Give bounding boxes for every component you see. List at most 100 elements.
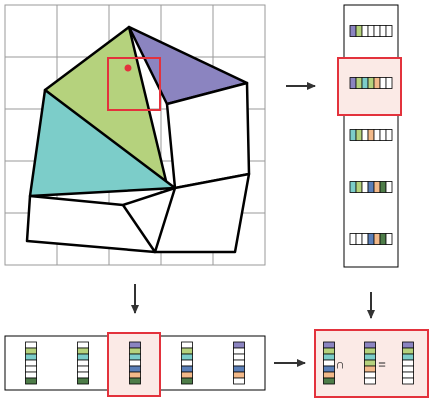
teal-polygon (28, 88, 177, 198)
bit-cell (349, 181, 357, 193)
bit-cell (379, 129, 387, 141)
bit-cell (233, 353, 245, 361)
bit-cell (233, 347, 245, 355)
result-left-bitset (323, 341, 335, 385)
bit-cell (323, 347, 335, 355)
bit-cell (402, 371, 414, 379)
bit-cell (373, 77, 381, 89)
bit-cell (129, 347, 141, 355)
bit-cell (402, 359, 414, 367)
bit-cell (323, 365, 335, 373)
bit-cell (25, 347, 37, 355)
bit-cell (25, 341, 37, 349)
bit-cell (385, 25, 393, 37)
bit-cell (367, 77, 375, 89)
highlight-cell (107, 57, 161, 111)
bit-cell (402, 341, 414, 349)
bit-cell (373, 25, 381, 37)
bit-cell (355, 25, 363, 37)
equals-operator: = (378, 356, 386, 371)
row-bitset (349, 25, 393, 37)
bit-cell (349, 233, 357, 245)
bit-cell (364, 365, 376, 373)
bit-cell (367, 25, 375, 37)
bit-cell (385, 129, 393, 141)
bit-cell (367, 129, 375, 141)
bit-cell (25, 353, 37, 361)
bit-cell (379, 77, 387, 89)
bit-cell (379, 233, 387, 245)
bit-cell (402, 353, 414, 361)
row-bitset (349, 233, 393, 245)
bit-cell (355, 77, 363, 89)
bit-cell (129, 341, 141, 349)
row-bitsets (349, 25, 393, 245)
intersection-operator: ∩ (335, 356, 344, 371)
bit-cell (181, 371, 193, 379)
bit-cell (25, 359, 37, 367)
bit-cell (129, 353, 141, 361)
bit-cell (25, 365, 37, 373)
bit-cell (361, 233, 369, 245)
bit-cell (373, 233, 381, 245)
bit-cell (364, 347, 376, 355)
bit-cell (402, 347, 414, 355)
bit-cell (364, 377, 376, 385)
col-bitset (77, 341, 89, 385)
bit-cell (129, 359, 141, 367)
col-bitset-panel (4, 332, 266, 397)
bit-cell (77, 371, 89, 379)
row-bitset-panel (337, 4, 402, 268)
bit-cell (373, 129, 381, 141)
bit-cell (373, 181, 381, 193)
bit-cell (77, 353, 89, 361)
bit-cell (77, 359, 89, 367)
row-bitset (349, 77, 393, 89)
bit-cell (355, 233, 363, 245)
bit-cell (77, 377, 89, 385)
bit-cell (361, 129, 369, 141)
grid-map (4, 4, 266, 266)
bit-cell (361, 77, 369, 89)
bit-cell (181, 341, 193, 349)
bit-cell (364, 371, 376, 379)
bit-cell (402, 377, 414, 385)
bit-cell (77, 365, 89, 373)
bit-cell (77, 341, 89, 349)
bit-cell (379, 181, 387, 193)
bit-cell (364, 359, 376, 367)
bit-cell (323, 377, 335, 385)
bit-cell (233, 371, 245, 379)
bit-cell (349, 129, 357, 141)
bit-cell (361, 25, 369, 37)
row-bitset (349, 181, 393, 193)
col-bitset (181, 341, 193, 385)
bit-cell (181, 353, 193, 361)
bit-cell (367, 233, 375, 245)
bit-cell (385, 77, 393, 89)
bit-cell (129, 371, 141, 379)
bit-cell (25, 371, 37, 379)
result-output-bitset (402, 341, 414, 385)
result-bitsets (323, 341, 414, 385)
bit-cell (367, 181, 375, 193)
bit-cell (364, 341, 376, 349)
col-bitset (233, 341, 245, 385)
bit-cell (364, 353, 376, 361)
result-right-bitset (364, 341, 376, 385)
col-bitset (129, 341, 141, 385)
bit-cell (233, 359, 245, 367)
bit-cell (181, 359, 193, 367)
bit-cell (361, 181, 369, 193)
query-point (124, 64, 132, 72)
bit-cell (379, 25, 387, 37)
bit-cell (181, 365, 193, 373)
bit-cell (323, 359, 335, 367)
bit-cell (233, 365, 245, 373)
bit-cell (323, 371, 335, 379)
bit-cell (181, 347, 193, 355)
bit-cell (25, 377, 37, 385)
bit-cell (129, 377, 141, 385)
result-panel: ∩ = (314, 329, 429, 398)
